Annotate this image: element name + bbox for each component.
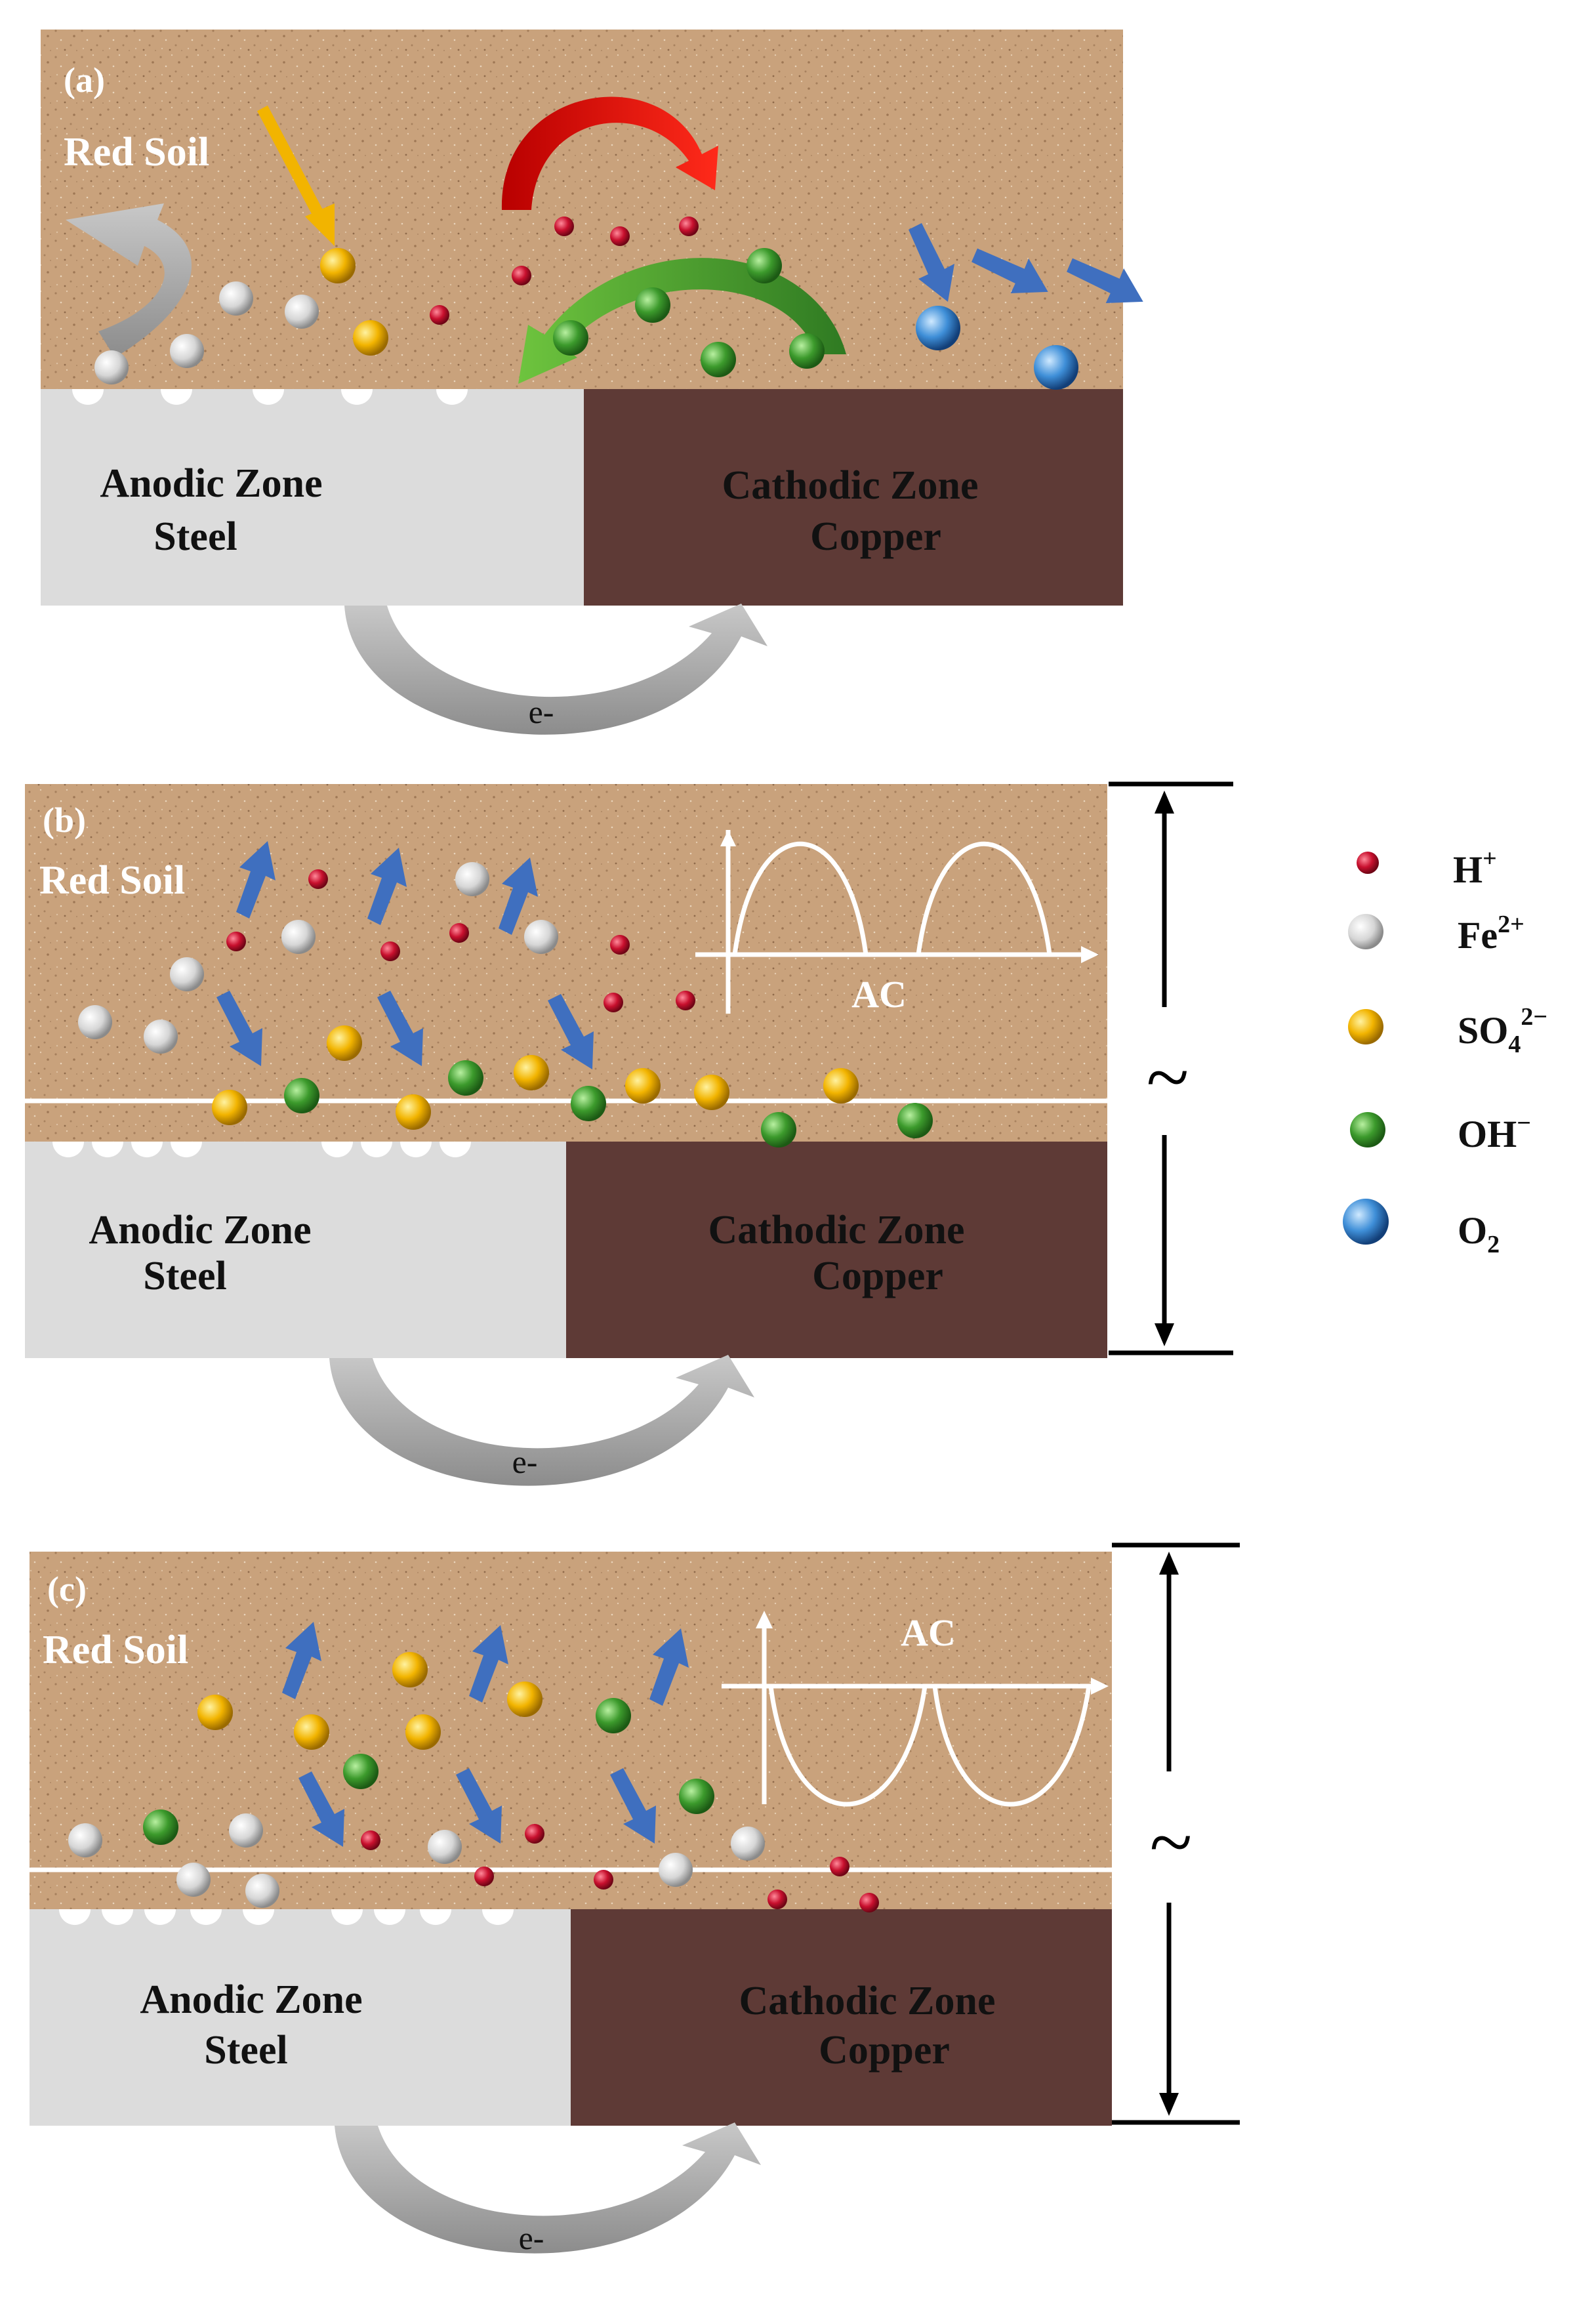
panel-b: (b) Red Soil <box>25 781 1233 1486</box>
anode-steel-block <box>30 1909 571 2126</box>
ac-waveform <box>722 1611 1109 1807</box>
corrosion-pits <box>72 389 468 405</box>
legend-label: OH− <box>1458 1109 1531 1155</box>
cathode-copper-block <box>584 389 1123 606</box>
soil-label: Red Soil <box>64 130 209 175</box>
cathode-label-line1: Cathodic Zone <box>739 1979 996 2023</box>
sulfate-arrow-head <box>305 203 335 246</box>
legend-item-fe: Fe2+ <box>1348 911 1524 957</box>
legend-swatch <box>1348 914 1383 949</box>
legend-swatch <box>1357 852 1379 874</box>
ion-up-arrows <box>282 1622 689 1706</box>
cathode-copper-block <box>566 1142 1107 1358</box>
panel-a: (a) Red Soil Anodic Zone <box>41 30 1143 735</box>
anode-steel-block <box>41 389 584 606</box>
corrosion-pits <box>59 1909 514 1925</box>
o2-diffusion-arrows <box>909 223 1143 304</box>
electron-flow-arrow <box>344 604 767 735</box>
legend-swatch <box>1343 1199 1389 1245</box>
legend-item-h: H+ <box>1357 845 1497 891</box>
electron-flow-arrow <box>335 2122 761 2254</box>
anode-steel-block <box>25 1142 566 1358</box>
panel-c: (c) Red Soil <box>30 1542 1240 2256</box>
soil-label: Red Soil <box>43 1628 188 1672</box>
anode-label-line2: Steel <box>143 1254 226 1298</box>
panel-label: (a) <box>64 60 105 100</box>
legend-label: O2 <box>1458 1209 1500 1258</box>
legend-swatch <box>1348 1009 1383 1044</box>
ac-source-symbol: ~ <box>1150 1798 1193 1886</box>
legend-label: H+ <box>1453 845 1497 891</box>
soil-region <box>25 784 1107 1142</box>
panel-label: (b) <box>43 800 86 840</box>
h-migration-arrow <box>501 96 718 210</box>
electron-label: e- <box>519 2220 544 2256</box>
legend-item-so4: SO42− <box>1348 1003 1547 1058</box>
legend-item-oh: OH− <box>1350 1109 1531 1155</box>
cathode-copper-block <box>571 1909 1112 2126</box>
legend: H+ Fe2+ SO42− OH− O2 <box>1343 845 1547 1258</box>
legend-label: Fe2+ <box>1458 911 1524 957</box>
panel-label: (c) <box>47 1569 87 1609</box>
ac-label: AC <box>901 1611 956 1654</box>
legend-label: SO42− <box>1458 1003 1547 1058</box>
ions-panel-a <box>94 217 1078 390</box>
ions-panel-b <box>78 862 933 1147</box>
cathode-label-line2: Copper <box>810 514 941 559</box>
ac-source-circuit <box>1112 1542 1240 2125</box>
anode-label-line1: Anodic Zone <box>89 1208 311 1252</box>
electron-label: e- <box>529 693 554 730</box>
legend-swatch <box>1350 1112 1385 1147</box>
fe-release-arrow <box>66 203 192 358</box>
cathode-label-line2: Copper <box>819 2028 950 2073</box>
legend-item-o2: O2 <box>1343 1199 1500 1258</box>
cathode-label-line1: Cathodic Zone <box>722 463 979 508</box>
soil-label: Red Soil <box>39 858 185 903</box>
electron-flow-arrow <box>329 1355 754 1486</box>
soil-region <box>30 1552 1112 1909</box>
anode-label-line1: Anodic Zone <box>100 461 322 506</box>
electron-label: e- <box>512 1443 538 1480</box>
oh-migration-arrow <box>518 258 846 384</box>
cathode-label-line1: Cathodic Zone <box>708 1208 965 1252</box>
ac-waveform <box>695 830 1099 1014</box>
cathode-label-line2: Copper <box>812 1254 943 1298</box>
ion-down-arrows <box>298 1768 656 1847</box>
ions-panel-c <box>68 1652 879 1912</box>
ion-down-arrows <box>216 991 594 1069</box>
corrosion-pits <box>52 1142 471 1157</box>
ion-up-arrows <box>236 841 538 935</box>
anode-label-line1: Anodic Zone <box>140 1977 362 2022</box>
ac-source-symbol: ~ <box>1147 1033 1189 1121</box>
sulfate-arrow-shaft <box>257 105 327 223</box>
ac-label: AC <box>851 973 907 1016</box>
anode-label-line2: Steel <box>153 514 237 559</box>
anode-label-line2: Steel <box>204 2028 287 2073</box>
ac-source-circuit <box>1109 781 1233 1355</box>
